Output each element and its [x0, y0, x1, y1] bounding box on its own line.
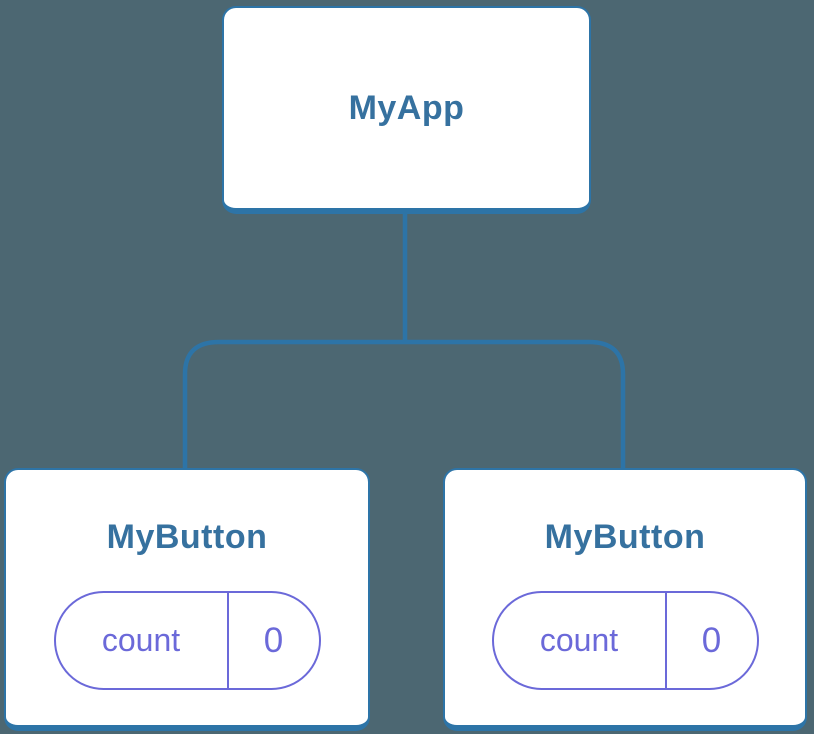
state-pill: count 0 [491, 591, 759, 690]
state-pill: count 0 [53, 591, 321, 690]
component-node-myapp: MyApp [222, 6, 591, 214]
component-node-mybutton-1: MyButton count 0 [4, 468, 370, 731]
component-label: MyButton [544, 518, 706, 556]
component-node-mybutton-2: MyButton count 0 [443, 468, 807, 731]
state-key: count [494, 593, 667, 688]
component-label: MyApp [348, 89, 465, 127]
connector-bracket [182, 339, 626, 470]
state-value: 0 [263, 620, 284, 660]
state-key: count [56, 593, 229, 688]
component-label: MyButton [106, 518, 268, 556]
state-value: 0 [701, 620, 722, 660]
